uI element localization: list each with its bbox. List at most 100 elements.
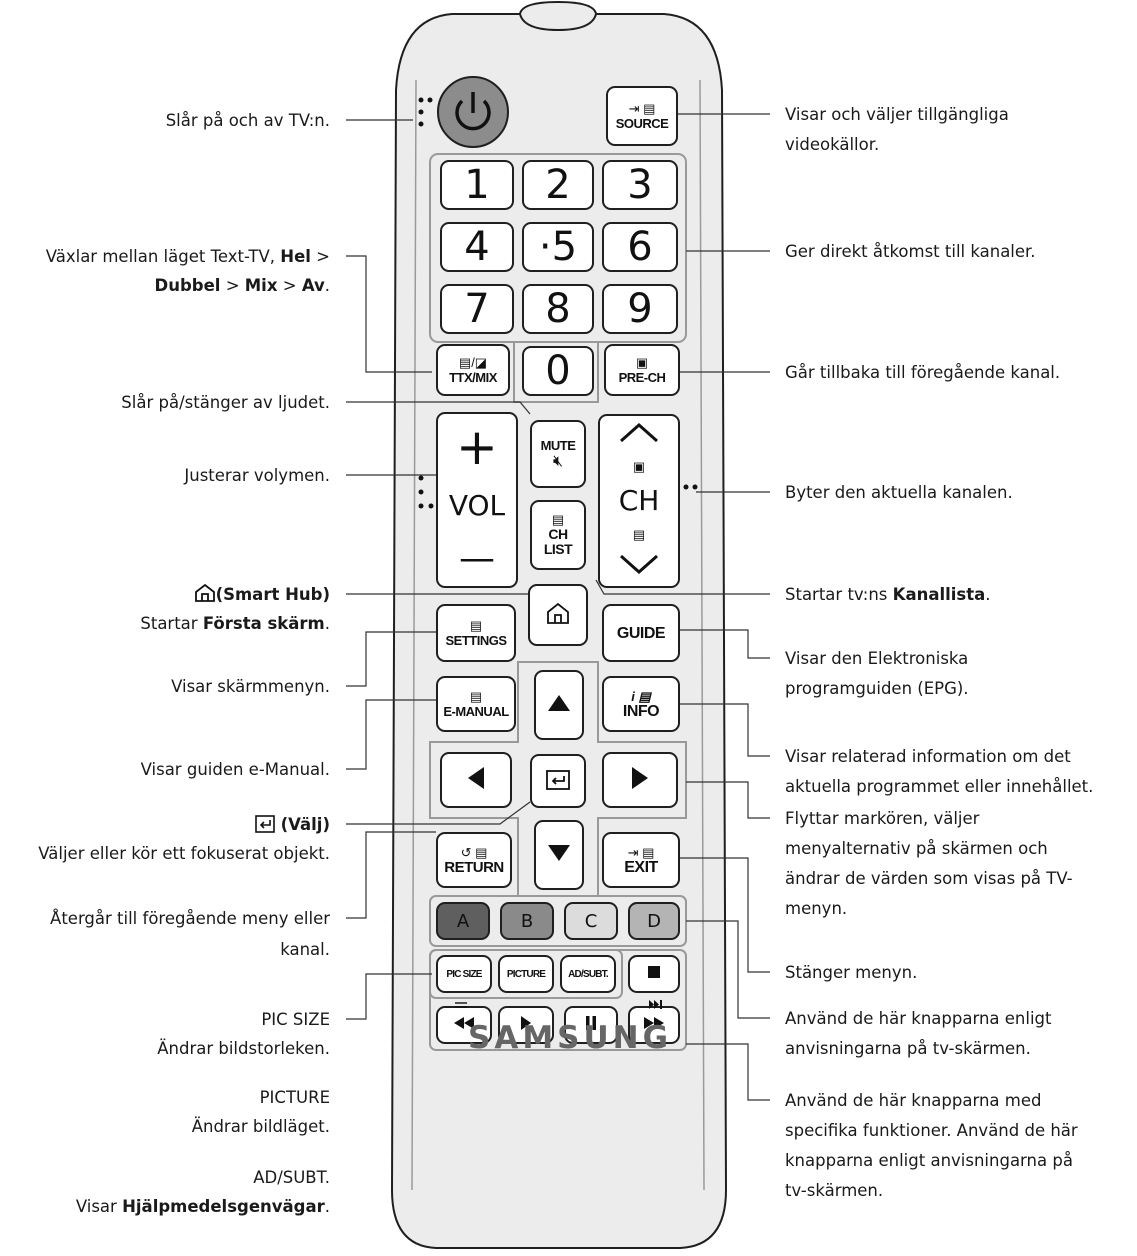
return-button[interactable]: ↺ ▤ RETURN	[436, 832, 512, 888]
color-a-button[interactable]: A	[436, 902, 490, 940]
ch-description: Byter den aktuella kanalen.	[785, 483, 1013, 502]
home-button[interactable]	[528, 584, 588, 646]
digit-2-button[interactable]: 2	[522, 160, 594, 210]
stop-button[interactable]	[628, 955, 680, 993]
channel-down-icon[interactable]	[617, 552, 661, 581]
left-arrow-button[interactable]	[440, 752, 512, 808]
select-button[interactable]	[530, 754, 586, 808]
home-title-text: (Smart Hub)	[215, 585, 330, 604]
digit-4-button[interactable]: 4	[440, 222, 514, 272]
home-icon	[194, 583, 216, 612]
volume-label: VOL	[448, 488, 506, 522]
source-button[interactable]: ⇥ ▤ SOURCE	[606, 86, 678, 146]
digit-0-button[interactable]: 0	[522, 346, 594, 396]
digit-3-button[interactable]: 3	[602, 160, 678, 210]
down-arrow-button[interactable]	[534, 820, 584, 890]
return-icon: ↺ ▤	[460, 844, 488, 860]
play-icon	[520, 1015, 532, 1035]
info-description-line2: aktuella programmet eller innehållet.	[785, 777, 1094, 796]
picsize-label: PIC SIZE	[446, 968, 482, 980]
media-description-line4: tv-skärmen.	[785, 1181, 884, 1200]
select-description: Väljer eller kör ett fokuserat objekt.	[38, 844, 330, 863]
volume-rocker[interactable]: + VOL —	[436, 412, 518, 588]
digit-5-button[interactable]: ·5	[522, 222, 594, 272]
channel-up-icon[interactable]	[617, 421, 661, 450]
rewind-icon	[453, 1016, 475, 1034]
right-arrow-button[interactable]	[602, 752, 678, 808]
digit-9-button[interactable]: 9	[602, 284, 678, 334]
ch-list-button[interactable]: ▤ CH LIST	[530, 500, 586, 570]
pic-size-button[interactable]: PIC SIZE	[436, 955, 492, 993]
adsubt-label: AD/SUBT.	[568, 968, 609, 980]
pause-button[interactable]	[564, 1006, 618, 1044]
power-dots	[418, 97, 433, 127]
mute-button[interactable]: MUTE 🔇︎	[530, 420, 586, 488]
guide-label: GUIDE	[616, 624, 666, 642]
e-manual-icon: ▤	[469, 688, 483, 704]
settings-button[interactable]: ▤ SETTINGS	[436, 604, 516, 662]
guide-description-line2: programguiden (EPG).	[785, 679, 969, 698]
home-desc-end: .	[324, 614, 330, 633]
ad-subt-button[interactable]: AD/SUBT.	[560, 955, 616, 993]
zero-key-group	[513, 342, 599, 403]
chlist-bold: Kanallista	[892, 585, 986, 604]
prech-label: PRE-CH	[618, 369, 666, 385]
rewind-mark-icon	[454, 994, 468, 1013]
volume-up-icon[interactable]: +	[456, 417, 498, 476]
ttx-text: Växlar mellan läget Text-TV,	[45, 247, 276, 266]
samsung-logo: SAMSUNG	[468, 1020, 673, 1056]
color-d-button[interactable]: D	[628, 902, 680, 940]
emanual-description: Visar guiden e-Manual.	[140, 760, 330, 779]
volume-description: Justerar volymen.	[184, 466, 330, 485]
chlist-description: Startar tv:ns Kanallista.	[785, 580, 991, 609]
digit-1-button[interactable]: 1	[440, 160, 514, 210]
up-triangle-icon	[546, 693, 572, 718]
remote-notch	[518, 0, 598, 32]
nav-description-line3: ändrar de värden som visas på TV-	[785, 869, 1073, 888]
ttx-sep: >	[316, 247, 330, 266]
color-b-button[interactable]: B	[500, 902, 554, 940]
power-description: Slår på och av TV:n.	[165, 111, 330, 130]
return-description-line2: kanal.	[280, 940, 330, 959]
ttx-label: TTX/MIX	[449, 369, 497, 385]
right-triangle-icon	[630, 765, 650, 796]
media-group	[429, 949, 687, 1051]
color-c-button[interactable]: C	[564, 902, 618, 940]
digit-7-button[interactable]: 7	[440, 284, 514, 334]
picture-button[interactable]: PICTURE	[498, 955, 554, 993]
rewind-button[interactable]	[436, 1006, 492, 1044]
channel-rocker[interactable]: ▣ CH ▤	[598, 414, 680, 588]
exit-button[interactable]: ⇥ ▤ EXIT	[602, 832, 680, 888]
emanual-label: E-MANUAL	[443, 703, 509, 719]
adsubt-description: Visar Hjälpmedelsgenvägar.	[76, 1192, 330, 1221]
numbers-description: Ger direkt åtkomst till kanaler.	[785, 242, 1036, 261]
number-pad-group	[429, 153, 687, 343]
home-description: Startar Första skärm.	[140, 609, 330, 638]
select-title-text: (Välj)	[280, 815, 330, 834]
media-description-line1: Använd de här knapparna med	[785, 1091, 1042, 1110]
prech-description: Går tillbaka till föregående kanal.	[785, 363, 1061, 382]
digit-8-button[interactable]: 8	[522, 284, 594, 334]
source-description-line2: videokällor.	[785, 135, 880, 154]
ttx-dubbel: Dubbel	[154, 276, 221, 295]
play-button[interactable]	[498, 1006, 554, 1044]
volume-down-icon[interactable]: —	[459, 537, 495, 579]
return-label: RETURN	[444, 858, 504, 876]
source-input-icon: ⇥ ▤	[628, 100, 656, 116]
select-enter-icon	[545, 767, 571, 796]
teletext-icon: ▤/◪	[458, 354, 488, 370]
picture-description: Ändrar bildläget.	[191, 1117, 330, 1136]
picsize-title: PIC SIZE	[261, 1010, 330, 1029]
guide-button[interactable]: GUIDE	[602, 604, 680, 662]
digit-6-button[interactable]: 6	[602, 222, 678, 272]
ttx-mix-button[interactable]: ▤/◪ TTX/MIX	[436, 344, 510, 396]
ttx-description-line2: Dubbel > Mix > Av.	[155, 271, 330, 300]
ttx-end: .	[324, 276, 330, 295]
settings-menu-icon: ▤	[469, 617, 483, 633]
pre-ch-button[interactable]: ▣ PRE-CH	[604, 344, 680, 396]
info-button[interactable]: i ▤ INFO	[602, 676, 680, 732]
source-description-line1: Visar och väljer tillgängliga	[785, 105, 1009, 124]
stop-icon	[647, 965, 661, 984]
e-manual-button[interactable]: ▤ E-MANUAL	[436, 676, 516, 732]
up-arrow-button[interactable]	[534, 670, 584, 740]
